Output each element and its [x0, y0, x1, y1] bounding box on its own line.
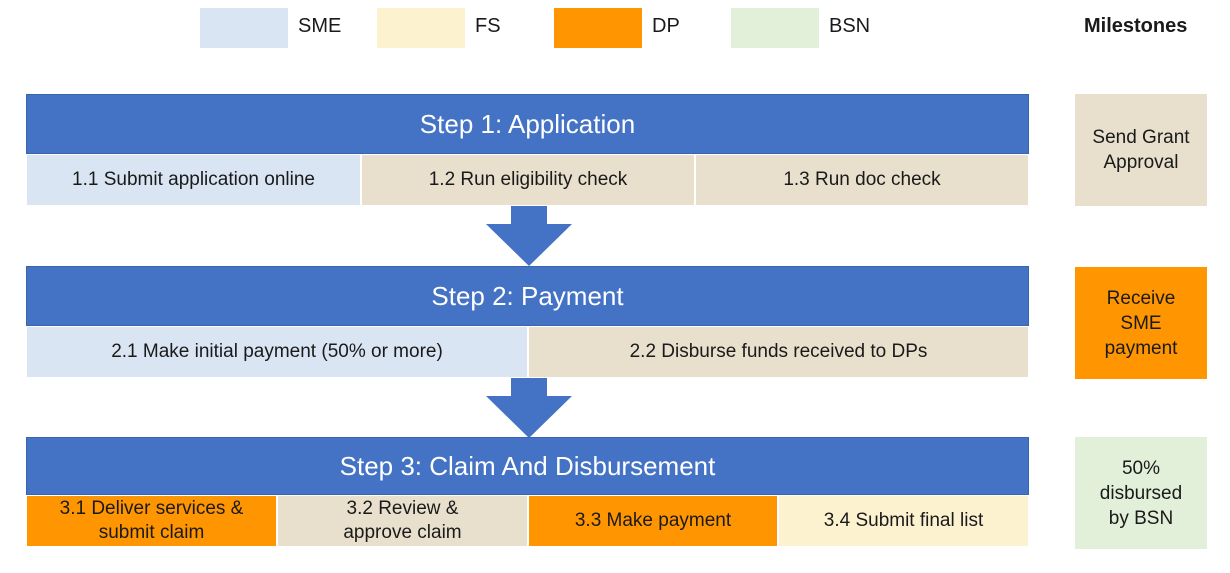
task-2-1: 2.1 Make initial payment (50% or more) — [26, 326, 528, 378]
down-arrow-icon — [486, 378, 572, 438]
down-arrow-icon — [486, 206, 572, 266]
legend-swatch-sme — [200, 8, 288, 48]
milestone-1: Send Grant Approval — [1075, 94, 1207, 206]
task-1-1: 1.1 Submit application online — [26, 154, 361, 206]
task-1-2: 1.2 Run eligibility check — [361, 154, 695, 206]
legend-label-fs: FS — [475, 15, 501, 37]
milestone-2: Receive SME payment — [1075, 267, 1207, 379]
step-2-header: Step 2: Payment — [26, 266, 1029, 326]
legend-swatch-fs — [377, 8, 465, 48]
task-2-2: 2.2 Disburse funds received to DPs — [528, 326, 1029, 378]
step-3-header: Step 3: Claim And Disbursement — [26, 437, 1029, 495]
task-3-2: 3.2 Review & approve claim — [277, 495, 528, 547]
legend-swatch-bsn — [731, 8, 819, 48]
milestone-3: 50% disbursed by BSN — [1075, 437, 1207, 549]
legend-label-dp: DP — [652, 15, 680, 37]
legend-label-sme: SME — [298, 15, 342, 37]
task-1-3: 1.3 Run doc check — [695, 154, 1029, 206]
task-3-4: 3.4 Submit final list — [778, 495, 1029, 547]
legend-label-bsn: BSN — [829, 15, 871, 37]
milestones-title: Milestones — [1084, 15, 1188, 37]
step-1-header: Step 1: Application — [26, 94, 1029, 154]
task-3-1: 3.1 Deliver services & submit claim — [26, 495, 277, 547]
legend-swatch-dp — [554, 8, 642, 48]
task-3-3: 3.3 Make payment — [528, 495, 778, 547]
